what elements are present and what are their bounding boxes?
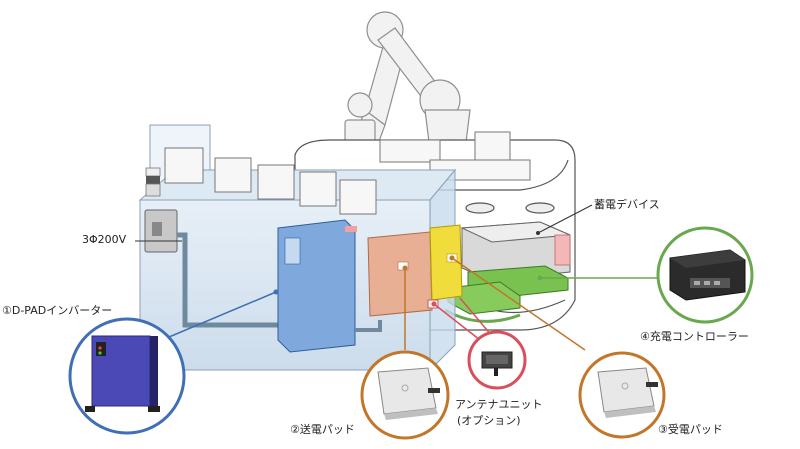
inverter-label: ①D-PADインバーター: [2, 304, 113, 317]
controller-box-icon: [669, 249, 746, 301]
enclosure-cargo-boxes: [164, 147, 377, 215]
rx-pad-callout-circle: [578, 351, 666, 439]
callout-lines: [135, 204, 665, 351]
tx-pad-callout-circle: [360, 350, 450, 440]
inverter-unit: [277, 219, 382, 353]
tx-pad-label: ②送電パッド: [290, 423, 355, 436]
pad-module-icon: [377, 367, 440, 420]
antenna-label-line1: アンテナユニット: [455, 398, 543, 411]
storage-device-icon: [460, 221, 571, 281]
antenna-unit-icon: [481, 351, 513, 376]
tx-pad-unit: [367, 231, 433, 317]
robot-arm-icon: [344, 11, 471, 161]
antenna-label-line2: (オプション): [457, 414, 521, 427]
rx-pad-label: ③受電パッド: [658, 423, 723, 436]
input-voltage-label: 3Φ200V: [82, 233, 127, 246]
charge-controller-label: ④充電コントローラー: [640, 330, 749, 343]
antenna-callout-circle: [467, 330, 527, 390]
storage-device-label: 蓄電デバイス: [594, 198, 660, 211]
pad-module-icon: [597, 367, 658, 418]
inverter-cabinet-icon: [85, 335, 160, 412]
signal-tower-icon: [145, 167, 161, 197]
controller-callout-circle: [656, 226, 754, 324]
inverter-callout-circle: [68, 317, 186, 435]
